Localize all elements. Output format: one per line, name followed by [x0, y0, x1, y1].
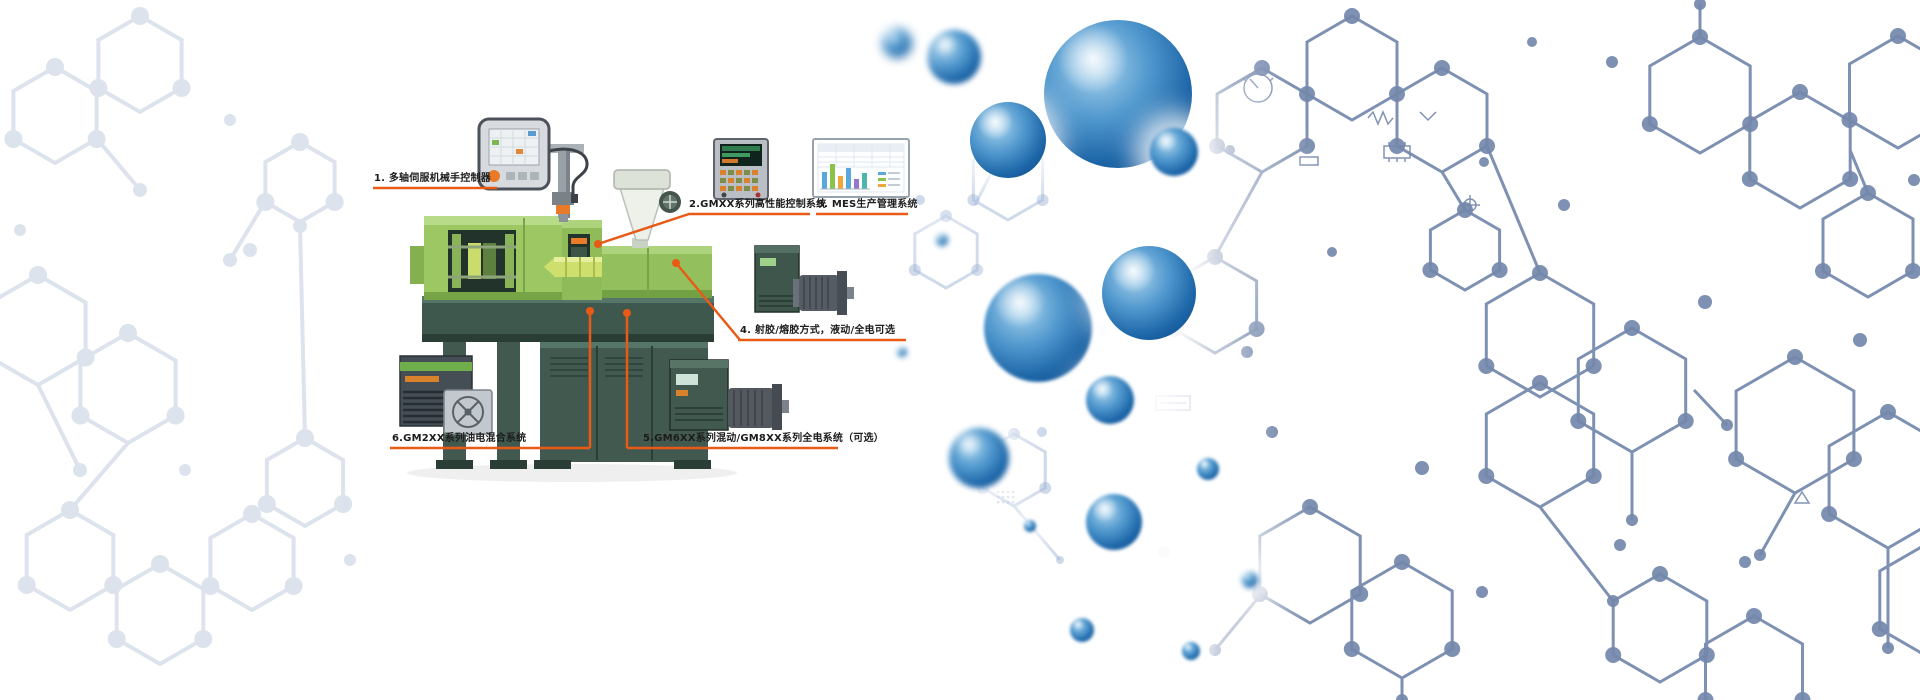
- oil-electric-drive-image: [399, 355, 493, 435]
- callout-2-label: 2.GMXX系列高性能控制系统: [689, 199, 827, 210]
- callout-3-label: 3. MES生产管理系统: [817, 199, 918, 210]
- machine-shadow: [407, 464, 737, 482]
- callout-4-label: 4. 射胶/熔胶方式，液动/全电可选: [740, 325, 896, 336]
- callout-6-label: 6.GM2XX系列油电混合系统: [392, 433, 527, 444]
- pendant-cable: [548, 147, 589, 196]
- mes-screen-image: [812, 138, 910, 198]
- callout-1-label: 1. 多轴伺服机械手控制器: [374, 173, 491, 184]
- callout-connector-lines: [373, 186, 908, 450]
- pendant-controller-image: [477, 117, 589, 203]
- hmi-controller-image: [713, 138, 769, 200]
- callout-anchor-dots: [586, 240, 680, 317]
- servo-drive-motor-image: [754, 245, 854, 315]
- callout-5-label: 5.GM6XX系列混动/GM8XX系列全电系统（可选）: [643, 433, 884, 444]
- hybrid-drive-image: [669, 359, 789, 431]
